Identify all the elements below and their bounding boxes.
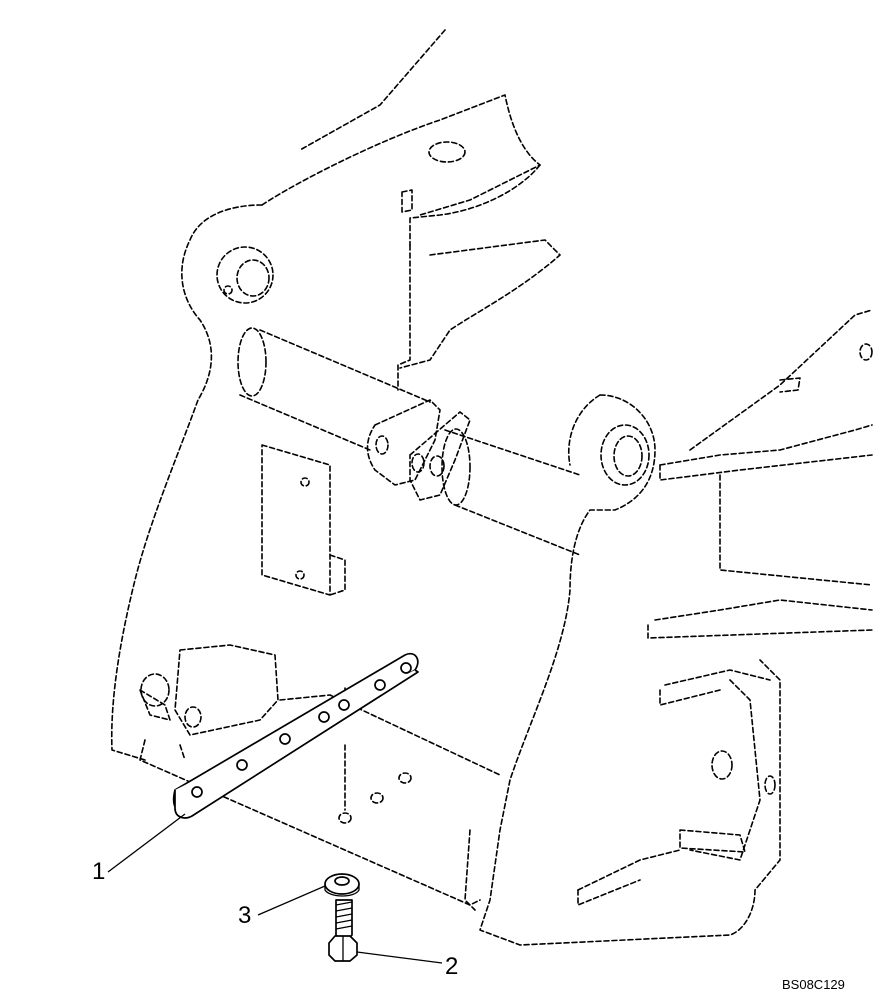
leader-line-1 bbox=[107, 813, 186, 873]
cross-tube bbox=[237, 327, 581, 556]
left-side-plate bbox=[110, 204, 274, 761]
callout-1: 1 bbox=[92, 858, 106, 885]
reference-code: BS08C129 bbox=[782, 977, 845, 992]
leader-line-3 bbox=[257, 885, 326, 916]
left-lower-bracket bbox=[139, 644, 279, 761]
bolt-part-2 bbox=[328, 899, 358, 962]
strip-part-1 bbox=[172, 652, 419, 819]
washer-part-3 bbox=[324, 873, 360, 897]
leader-line-2 bbox=[356, 951, 443, 964]
right-lower-arm bbox=[577, 599, 873, 906]
leader-lines bbox=[107, 813, 443, 964]
center-lugs bbox=[366, 399, 471, 501]
right-side-plate bbox=[479, 394, 781, 946]
right-upper-arm bbox=[659, 309, 873, 586]
callout-2: 2 bbox=[445, 953, 459, 980]
callout-3: 3 bbox=[238, 902, 252, 929]
left-inner-bracket bbox=[261, 444, 346, 596]
upper-boom-arm bbox=[261, 29, 561, 391]
